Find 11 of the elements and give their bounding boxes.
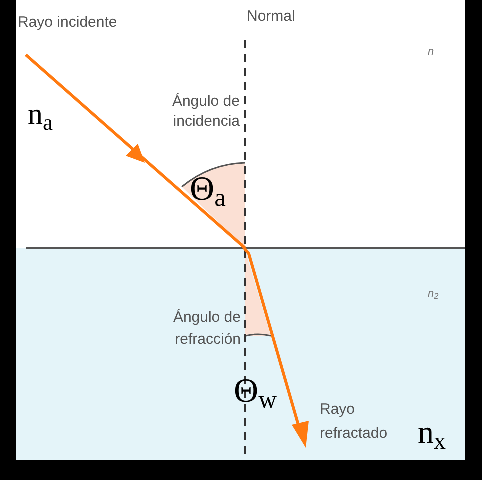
angle-label: Ángulo de refracción [172, 308, 241, 350]
ray-label: Rayo incidente [18, 13, 118, 33]
normal-label: Normal [247, 7, 296, 27]
medium-label: n [428, 45, 434, 60]
refractive-index: n$_{x}$ [418, 413, 446, 456]
medium-label: n$_{2}$ [428, 287, 439, 302]
angle-symbol: Θ$_{a}$ [190, 170, 226, 214]
angle-symbol: Θ$_{w}$ [234, 372, 277, 416]
ray-label: Rayo refractado [320, 400, 389, 444]
angle-label: Ángulo de incidencia [171, 92, 240, 132]
refractive-index: n$_{a}$ [28, 97, 53, 137]
